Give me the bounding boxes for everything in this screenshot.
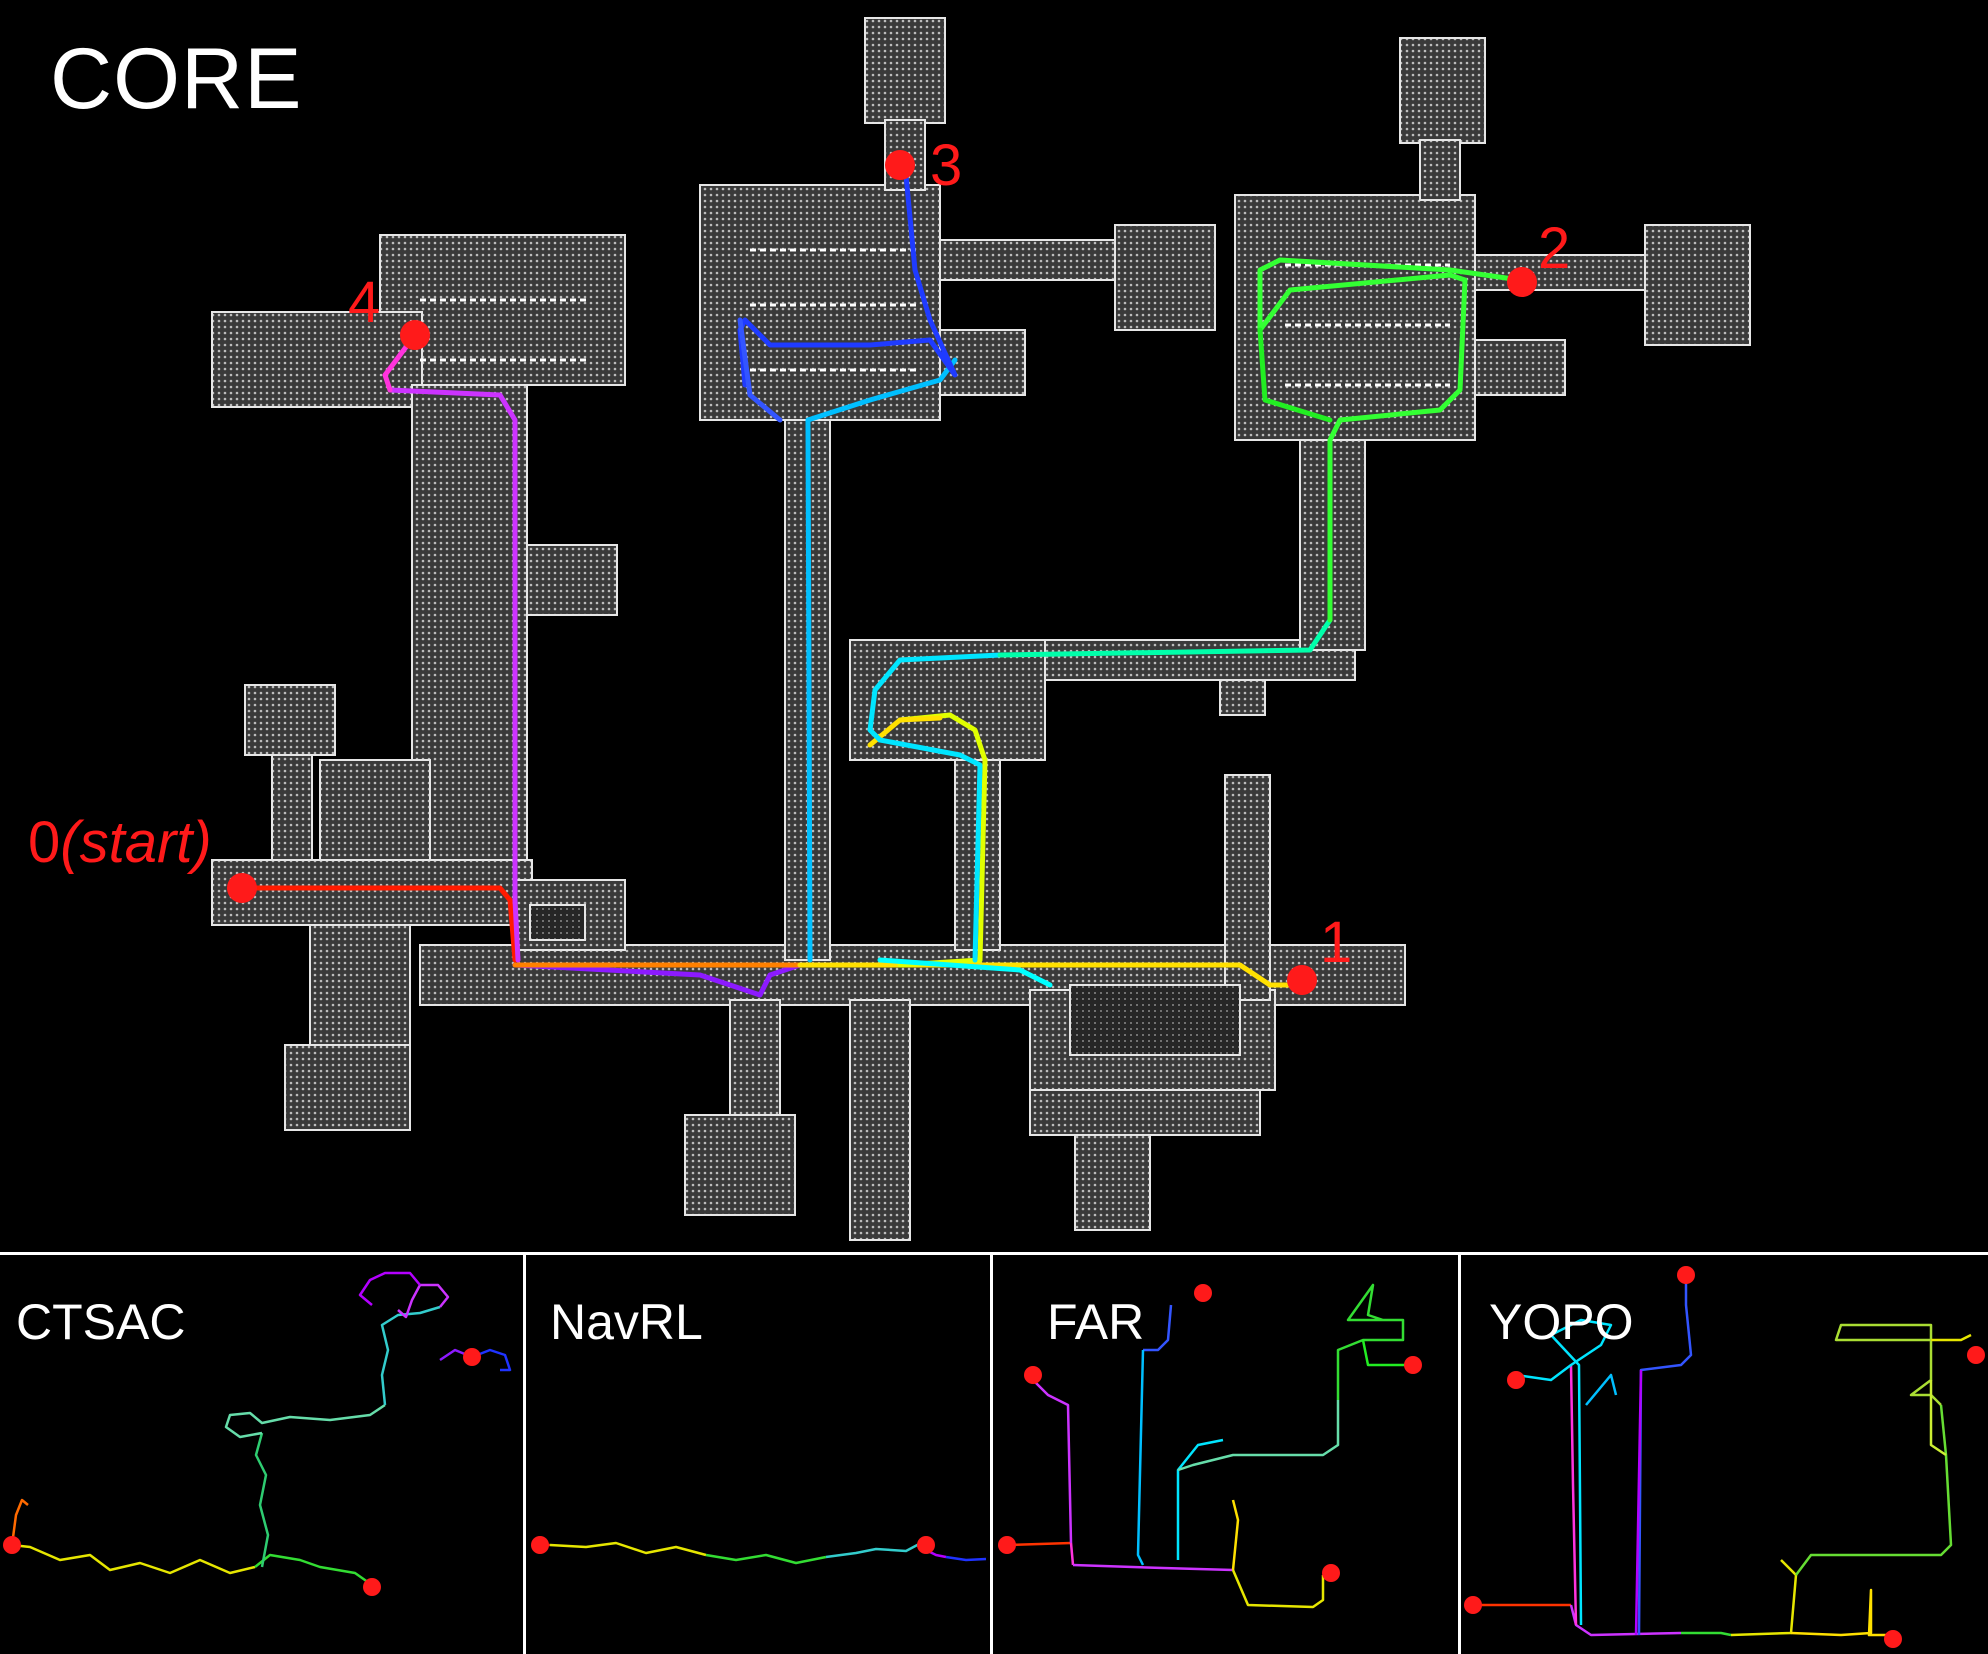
ctsac-start-marker [3, 1536, 21, 1554]
waypoint-2-label: 2 [1538, 216, 1570, 281]
main-map-panel: 0(start) 1 2 3 4 CORE [28, 17, 1751, 1241]
panel-separator-1 [523, 1255, 526, 1654]
navrl-start-marker [531, 1536, 549, 1554]
yopo-goal-4-marker [1507, 1371, 1525, 1389]
ctsac-goal-2-marker [463, 1348, 481, 1366]
panel-ctsac-trajectory [3, 1271, 512, 1596]
horizontal-divider [0, 1252, 1988, 1255]
main-map: 0(start) 1 2 3 4 [28, 17, 1751, 1241]
waypoint-1-label: 1 [1320, 910, 1352, 975]
far-goal-1-marker [1322, 1564, 1340, 1582]
waypoint-4-marker [400, 320, 430, 350]
waypoints [227, 150, 1537, 995]
yopo-start-marker [1464, 1596, 1482, 1614]
far-start-marker [998, 1536, 1016, 1554]
far-goal-3-marker [1194, 1284, 1212, 1302]
panel-far-trajectory [998, 1283, 1422, 1609]
panel-title-yopo: YOPO [1489, 1294, 1634, 1350]
far-goal-4-marker [1024, 1366, 1042, 1384]
waypoint-0-label: 0(start) [28, 810, 212, 875]
yopo-goal-3-marker [1677, 1266, 1695, 1284]
panel-ctsac: CTSAC [0, 1255, 523, 1654]
main-trajectory [239, 162, 1523, 998]
yopo-goal-1-marker [1884, 1630, 1902, 1648]
panel-separator-3 [1458, 1255, 1461, 1654]
far-goal-2-marker [1404, 1356, 1422, 1374]
panel-separator-2 [990, 1255, 993, 1654]
waypoint-1-marker [1287, 965, 1317, 995]
panel-title-ctsac: CTSAC [16, 1294, 186, 1350]
waypoint-4-label: 4 [348, 270, 380, 335]
panel-far: FAR [993, 1255, 1458, 1654]
panel-title-far: FAR [1047, 1294, 1145, 1350]
map-walls [211, 17, 1751, 1241]
ctsac-goal-1-marker [363, 1578, 381, 1596]
panel-yopo-trajectory [1464, 1266, 1985, 1648]
waypoint-0-marker [227, 873, 257, 903]
panel-navrl: NavRL [526, 1255, 990, 1654]
waypoint-3-label: 3 [930, 133, 962, 198]
panel-yopo: YOPO [1461, 1255, 1988, 1654]
panel-navrl-trajectory [531, 1536, 987, 1565]
navrl-goal-marker [917, 1536, 935, 1554]
waypoint-2-marker [1507, 267, 1537, 297]
yopo-goal-2-marker [1967, 1346, 1985, 1364]
waypoint-3-marker [885, 150, 915, 180]
panel-title-navrl: NavRL [550, 1294, 703, 1350]
main-title: CORE [50, 31, 303, 127]
